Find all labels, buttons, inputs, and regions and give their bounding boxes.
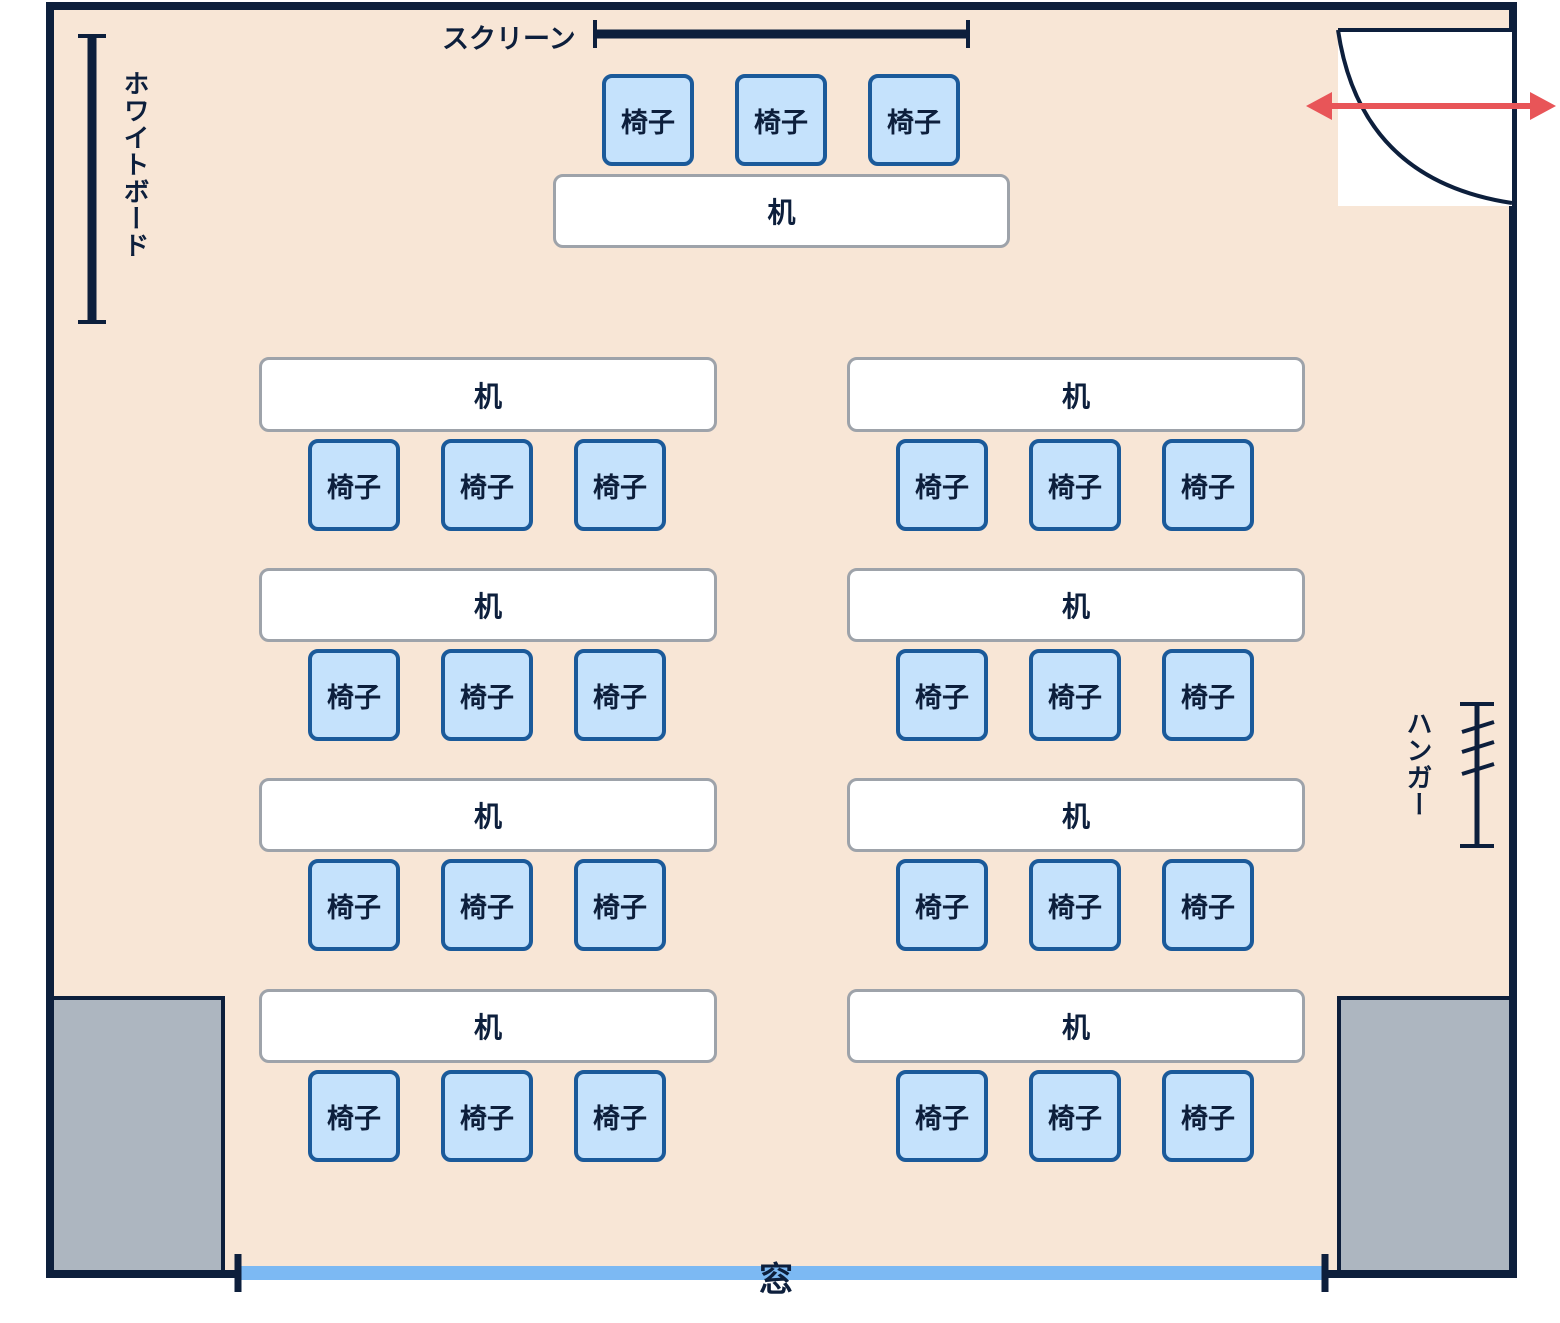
chair: 椅子 — [1162, 649, 1254, 741]
window-bar-icon — [234, 1254, 1329, 1292]
desk: 机 — [847, 989, 1305, 1063]
desk: 机 — [847, 357, 1305, 432]
hanger-rail-icon — [1460, 702, 1495, 848]
right-cabinet — [1337, 996, 1513, 1274]
window-label: 窓 — [759, 1260, 793, 1300]
chair: 椅子 — [896, 859, 988, 951]
hanger-label: ハンガー — [1402, 710, 1432, 818]
chair: 椅子 — [1162, 859, 1254, 951]
desk: 机 — [259, 568, 717, 642]
double-arrow-icon — [1306, 92, 1556, 120]
chair: 椅子 — [1162, 1070, 1254, 1162]
whiteboard-label: ホワイトボード — [119, 70, 149, 259]
left-cabinet — [50, 996, 225, 1274]
chair: 椅子 — [574, 439, 666, 531]
chair: 椅子 — [1029, 1070, 1121, 1162]
desk: 机 — [259, 778, 717, 852]
chair: 椅子 — [1029, 859, 1121, 951]
screen-label: スクリーン — [442, 24, 576, 55]
screen-bar-icon — [593, 20, 970, 48]
chair: 椅子 — [1029, 649, 1121, 741]
chair: 椅子 — [308, 649, 400, 741]
chair: 椅子 — [308, 1070, 400, 1162]
desk: 机 — [847, 778, 1305, 852]
chair: 椅子 — [308, 859, 400, 951]
chair: 椅子 — [441, 859, 533, 951]
chair: 椅子 — [896, 649, 988, 741]
chair: 椅子 — [441, 1070, 533, 1162]
chair: 椅子 — [1162, 439, 1254, 531]
desk: 机 — [847, 568, 1305, 642]
chair: 椅子 — [574, 859, 666, 951]
chair: 椅子 — [602, 74, 694, 166]
desk: 机 — [259, 357, 717, 432]
whiteboard-bar-icon — [78, 34, 106, 324]
door-swing-icon — [1336, 28, 1513, 206]
chair: 椅子 — [441, 439, 533, 531]
chair: 椅子 — [574, 1070, 666, 1162]
chair: 椅子 — [896, 1070, 988, 1162]
chair: 椅子 — [896, 439, 988, 531]
desk: 机 — [553, 174, 1010, 248]
chair: 椅子 — [868, 74, 960, 166]
desk: 机 — [259, 989, 717, 1063]
chair: 椅子 — [574, 649, 666, 741]
chair: 椅子 — [735, 74, 827, 166]
chair: 椅子 — [1029, 439, 1121, 531]
chair: 椅子 — [441, 649, 533, 741]
chair: 椅子 — [308, 439, 400, 531]
